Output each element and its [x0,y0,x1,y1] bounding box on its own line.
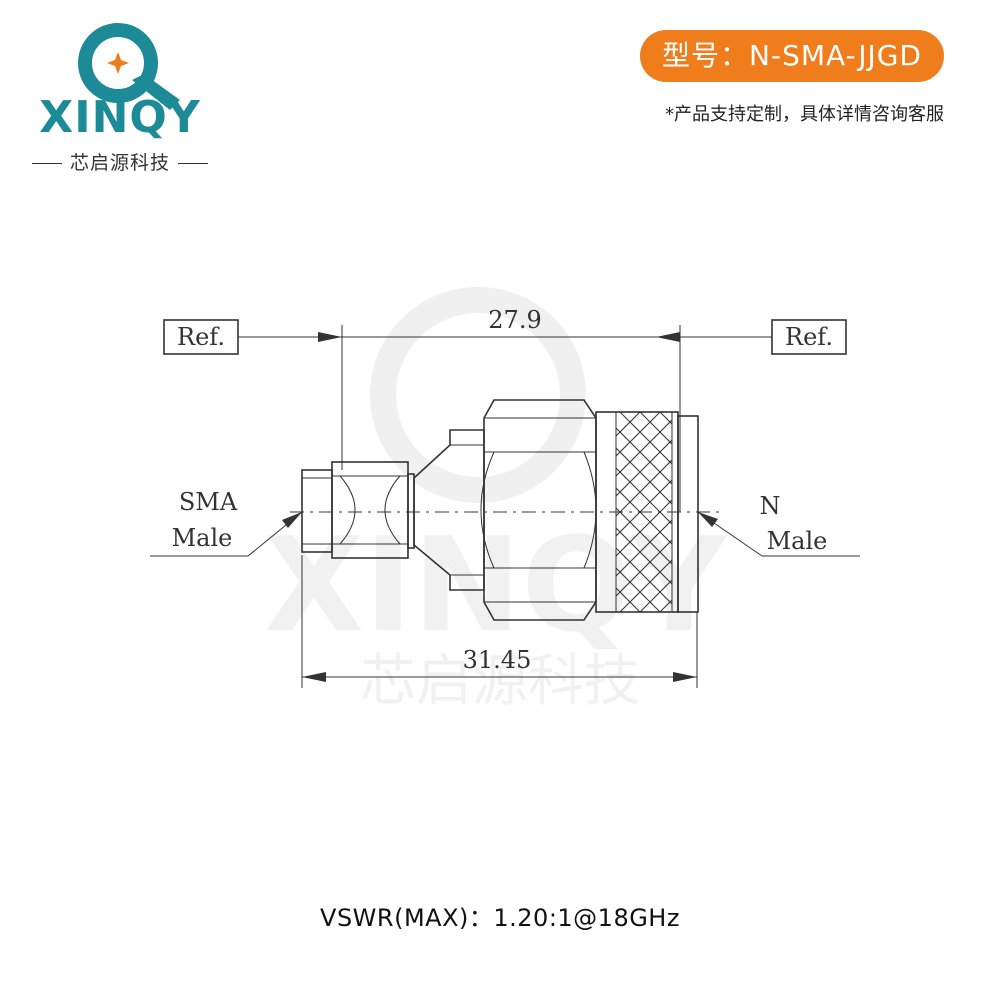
brand-name: XINQY [39,92,201,143]
right-connector-label-line1: N [760,492,781,520]
dimension-bottom: 31.45 [301,555,698,688]
dimension-top: Ref. Ref. 27.9 [163,306,847,512]
brand-subtitle: 芯启源科技 [0,148,240,175]
customization-note: *产品支持定制，具体详情咨询客服 [665,104,944,125]
logo-q-icon [78,23,180,110]
brand-logo [20,18,220,178]
ref-label-right: Ref. [785,323,833,351]
watermark: XINQY 芯启源科技 [264,287,728,714]
left-connector-label-line2: Male [172,524,233,552]
watermark-subtitle: 芯启源科技 [360,649,640,714]
vswr-spec: VSWR(MAX)：1.20:1@18GHz [320,904,680,932]
right-connector-label-line2: Male [767,527,828,555]
right-connector-callout: N Male [697,492,860,557]
left-connector-label-line1: SMA [179,488,238,516]
dimension-bottom-value: 31.45 [463,646,532,674]
connector-body [290,399,720,621]
dimension-top-value: 27.9 [488,306,541,334]
ref-label-left: Ref. [177,323,225,351]
left-connector-callout: SMA Male [150,488,303,557]
watermark-name: XINQY [264,509,728,661]
model-badge: 型号：N-SMA-JJGD [640,30,944,82]
